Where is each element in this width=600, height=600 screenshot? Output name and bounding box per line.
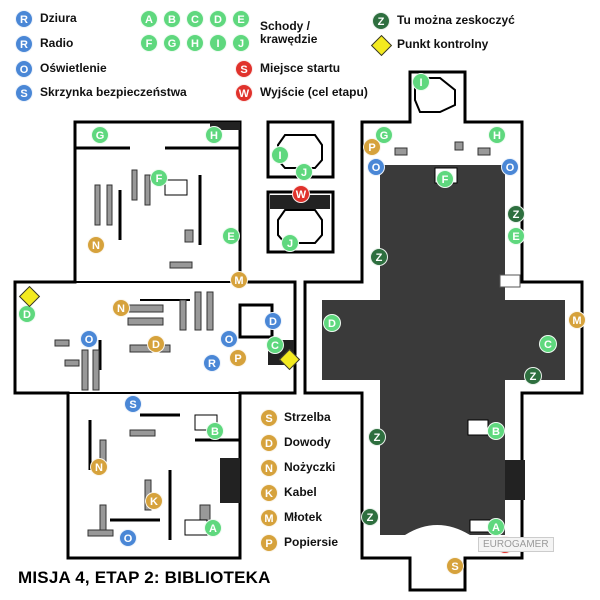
marker-bust: P bbox=[363, 138, 381, 156]
legend-evidence-label: Dowody bbox=[284, 435, 331, 449]
legend-cable-icon: K bbox=[260, 484, 278, 502]
marker-light: O bbox=[119, 529, 137, 547]
legend-checkpoint-label: Punkt kontrolny bbox=[397, 37, 489, 51]
legend-shotgun-icon: S bbox=[260, 409, 278, 427]
legend-cable-label: Kabel bbox=[284, 485, 317, 499]
marker-stair-c: C bbox=[266, 336, 284, 354]
marker-radio: R bbox=[203, 354, 221, 372]
legend-stairs-label-1: Schody / bbox=[260, 19, 311, 33]
legend-bust-label: Popiersie bbox=[284, 535, 339, 549]
legend-scissors-label: Nożyczki bbox=[284, 460, 336, 474]
legend-jump-icon: Z bbox=[372, 12, 390, 30]
marker-jump: Z bbox=[507, 205, 525, 223]
marker-scissors: N bbox=[87, 236, 105, 254]
legend-light-icon: O bbox=[15, 60, 33, 78]
marker-scissors: N bbox=[112, 299, 130, 317]
marker-light: O bbox=[220, 330, 238, 348]
legend-stair-j-icon: J bbox=[232, 34, 250, 52]
marker-bust: P bbox=[229, 349, 247, 367]
marker-stair-d: D bbox=[323, 314, 341, 332]
legend-start-label: Miejsce startu bbox=[260, 61, 341, 75]
marker-light: O bbox=[501, 158, 519, 176]
left-dark-block bbox=[220, 458, 240, 503]
legend-stair-f-icon: F bbox=[140, 34, 158, 52]
legend-stairs-label-2: krawędzie bbox=[260, 32, 318, 46]
map-title: MISJA 4, ETAP 2: BIBLIOTEKA bbox=[18, 568, 271, 587]
legend-hole-label: Dziura bbox=[40, 11, 77, 25]
marker-jump: Z bbox=[368, 428, 386, 446]
marker-stair-h: H bbox=[488, 126, 506, 144]
marker-scissors: N bbox=[90, 458, 108, 476]
marker-evidence-blue: D bbox=[264, 312, 282, 330]
marker-stair-i: I bbox=[412, 73, 430, 91]
marker-jump: Z bbox=[361, 508, 379, 526]
legend-bust-icon: P bbox=[260, 534, 278, 552]
marker-stair-h: H bbox=[205, 126, 223, 144]
legend-stair-d-icon: D bbox=[209, 10, 227, 28]
marker-light: O bbox=[367, 158, 385, 176]
marker-stair-g: G bbox=[91, 126, 109, 144]
marker-jump: Z bbox=[524, 367, 542, 385]
marker-light: O bbox=[80, 330, 98, 348]
legend-exit-icon: W bbox=[235, 84, 253, 102]
marker-stair-g: G bbox=[375, 126, 393, 144]
marker-stair-i: I bbox=[271, 146, 289, 164]
legend-hole-icon: R bbox=[15, 10, 33, 28]
marker-cable: K bbox=[145, 492, 163, 510]
marker-stair-d: D bbox=[18, 305, 36, 323]
marker-stair-a: A bbox=[204, 519, 222, 537]
legend-radio-icon: R bbox=[15, 35, 33, 53]
legend-evidence-icon: D bbox=[260, 434, 278, 452]
marker-hammer: M bbox=[568, 311, 586, 329]
atrium-void bbox=[322, 165, 565, 535]
legend-start-icon: S bbox=[235, 60, 253, 78]
legend-jump-label: Tu można zeskoczyć bbox=[397, 13, 515, 27]
legend-hammer-label: Młotek bbox=[284, 510, 323, 524]
marker-stair-e: E bbox=[507, 227, 525, 245]
marker-stair-f: F bbox=[436, 170, 454, 188]
marker-hammer: M bbox=[230, 271, 248, 289]
marker-fusebox: S bbox=[124, 395, 142, 413]
legend-stair-e-icon: E bbox=[232, 10, 250, 28]
marker-stair-j: J bbox=[295, 163, 313, 181]
legend-stair-a-icon: A bbox=[140, 10, 158, 28]
marker-stair-c: C bbox=[539, 335, 557, 353]
marker-stair-b: B bbox=[487, 422, 505, 440]
legend-stair-c-icon: C bbox=[186, 10, 204, 28]
marker-stair-f: F bbox=[150, 169, 168, 187]
legend-radio-label: Radio bbox=[40, 36, 74, 50]
legend-stair-b-icon: B bbox=[163, 10, 181, 28]
legend-light-label: Oświetlenie bbox=[40, 61, 107, 75]
legend-fusebox-icon: S bbox=[15, 84, 33, 102]
legend-stair-h-icon: H bbox=[186, 34, 204, 52]
marker-jump: Z bbox=[370, 248, 388, 266]
marker-exit: W bbox=[292, 185, 310, 203]
marker-stair-e: E bbox=[222, 227, 240, 245]
legend-fusebox-label: Skrzynka bezpieczeństwa bbox=[40, 85, 187, 99]
marker-stair-j: J bbox=[281, 234, 299, 252]
marker-stair-a: A bbox=[487, 518, 505, 536]
legend-shotgun-label: Strzelba bbox=[284, 410, 331, 424]
watermark: EUROGAMER bbox=[478, 537, 554, 552]
right-furniture bbox=[394, 141, 491, 156]
legend-hammer-icon: M bbox=[260, 509, 278, 527]
marker-evidence: D bbox=[147, 335, 165, 353]
legend-stair-i-icon: I bbox=[209, 34, 227, 52]
legend-stair-g-icon: G bbox=[163, 34, 181, 52]
marker-shotgun: S bbox=[446, 557, 464, 575]
legend-scissors-icon: N bbox=[260, 459, 278, 477]
legend-exit-label: Wyjście (cel etapu) bbox=[260, 85, 368, 99]
marker-stair-b: B bbox=[206, 422, 224, 440]
